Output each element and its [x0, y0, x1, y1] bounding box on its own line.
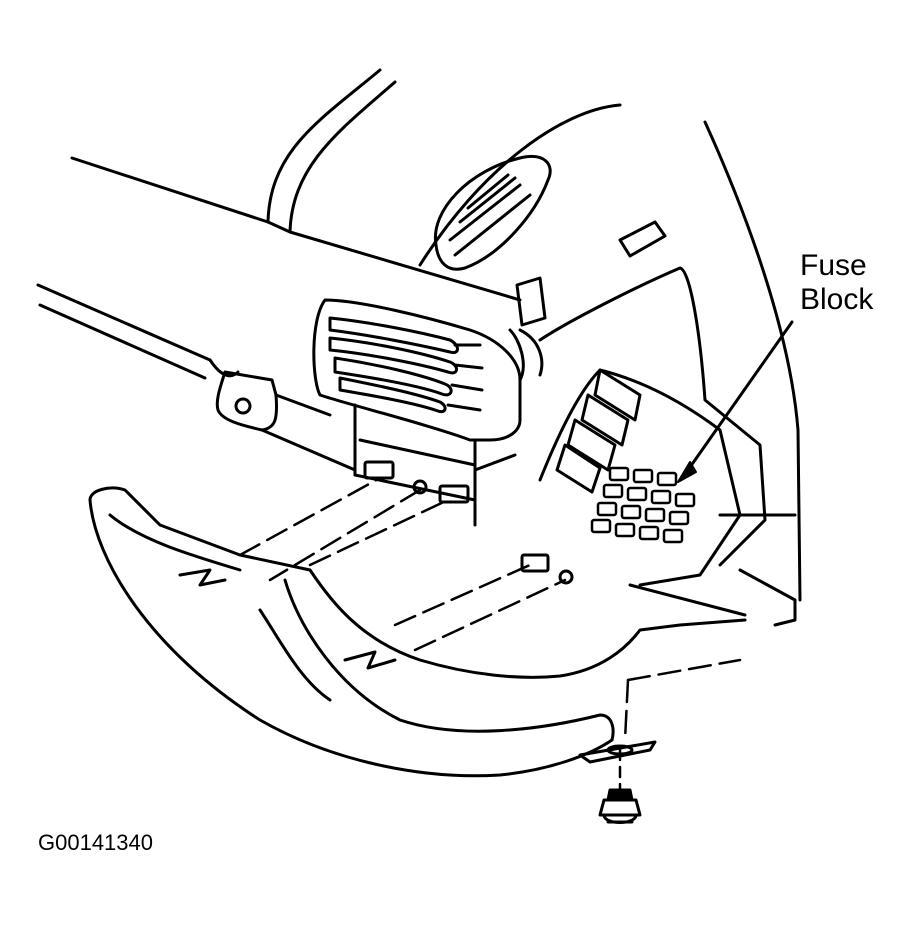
- small-switch: [515, 220, 667, 327]
- dashboard-top-edges: [70, 68, 802, 602]
- mounting-tab: [215, 370, 279, 432]
- mounting-slots: [363, 460, 574, 585]
- fuse-grid: [590, 466, 696, 544]
- fastener-tab: [578, 740, 657, 792]
- screw-icon: [598, 788, 642, 824]
- fuse-block-panel: [518, 266, 797, 627]
- alignment-lines: [238, 476, 742, 742]
- lower-dash-left: [36, 283, 357, 472]
- fuse-block-callout-line2: Block: [800, 283, 874, 316]
- center-air-vent: [433, 155, 552, 271]
- figure-id: G00141340: [38, 830, 153, 855]
- knee-bolster: [88, 486, 747, 778]
- fuse-block-leader: [677, 320, 794, 483]
- mounting-hole: [234, 397, 252, 415]
- side-air-vent: [312, 298, 525, 442]
- fuse-block-callout-line1: Fuse: [800, 249, 867, 282]
